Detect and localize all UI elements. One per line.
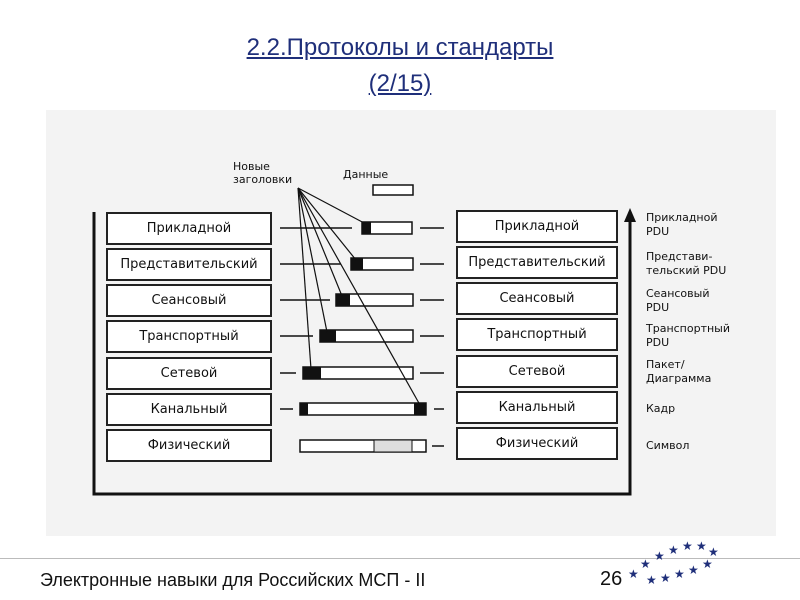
new-headers-label: Новые заголовки <box>233 160 293 186</box>
right-layer-datalink: Канальный <box>456 391 618 424</box>
left-layer-physical: Физический <box>106 429 272 462</box>
left-layer-presentation: Представительский <box>106 248 272 281</box>
pdu-label-presentation: Представи- тельский PDU <box>646 250 727 277</box>
left-layer-transport: Транспортный <box>106 320 272 353</box>
page-number: 26 <box>600 568 623 590</box>
left-layer-session: Сеансовый <box>106 284 272 317</box>
svg-text:★: ★ <box>628 567 639 581</box>
pdu-label-transport: Транспортный PDU <box>646 322 731 349</box>
right-layer-presentation: Представительский <box>456 246 618 279</box>
svg-text:★: ★ <box>688 563 699 577</box>
left-layer-application: Прикладной <box>106 212 272 245</box>
pdu-label-datalink: Кадр <box>646 402 676 415</box>
right-layer-session: Сеансовый <box>456 282 618 315</box>
svg-text:★: ★ <box>696 539 707 553</box>
pdu-label-network: Пакет/ Диаграмма <box>646 358 712 385</box>
pdu-label-application: Прикладной PDU <box>646 211 718 238</box>
svg-text:★: ★ <box>682 539 693 553</box>
header-pointer-lines <box>297 187 421 406</box>
svg-text:★: ★ <box>654 549 665 563</box>
right-layer-application: Прикладной <box>456 210 618 243</box>
eu-stars-logo: ★ ★ ★ ★ ★ ★ ★ ★ ★ ★ ★ ★ <box>628 539 719 587</box>
svg-text:★: ★ <box>674 567 685 581</box>
data-label: Данные <box>343 168 389 181</box>
svg-text:★: ★ <box>660 571 671 585</box>
frame-line <box>92 212 632 496</box>
pdu-label-physical: Символ <box>646 439 690 452</box>
encapsulation-bars <box>299 221 427 453</box>
connector-lines <box>280 227 444 447</box>
svg-text:★: ★ <box>640 557 651 571</box>
footer-divider <box>0 558 800 559</box>
right-layer-transport: Транспортный <box>456 318 618 351</box>
slide-subtitle: (2/15) <box>368 70 432 97</box>
slide-title: 2.2.Протоколы и стандарты <box>246 34 554 61</box>
svg-text:★: ★ <box>646 573 657 587</box>
left-layer-network: Сетевой <box>106 357 272 390</box>
left-layer-datalink: Канальный <box>106 393 272 426</box>
up-arrow-icon <box>624 208 636 222</box>
right-layer-physical: Физический <box>456 427 618 460</box>
svg-text:★: ★ <box>708 545 719 559</box>
data-block <box>372 184 414 196</box>
svg-text:★: ★ <box>702 557 713 571</box>
right-layer-network: Сетевой <box>456 355 618 388</box>
footer-text: Электронные навыки для Российских МСП - … <box>40 570 426 590</box>
svg-text:★: ★ <box>668 543 679 557</box>
pdu-label-session: Сеансовый PDU <box>646 287 710 314</box>
